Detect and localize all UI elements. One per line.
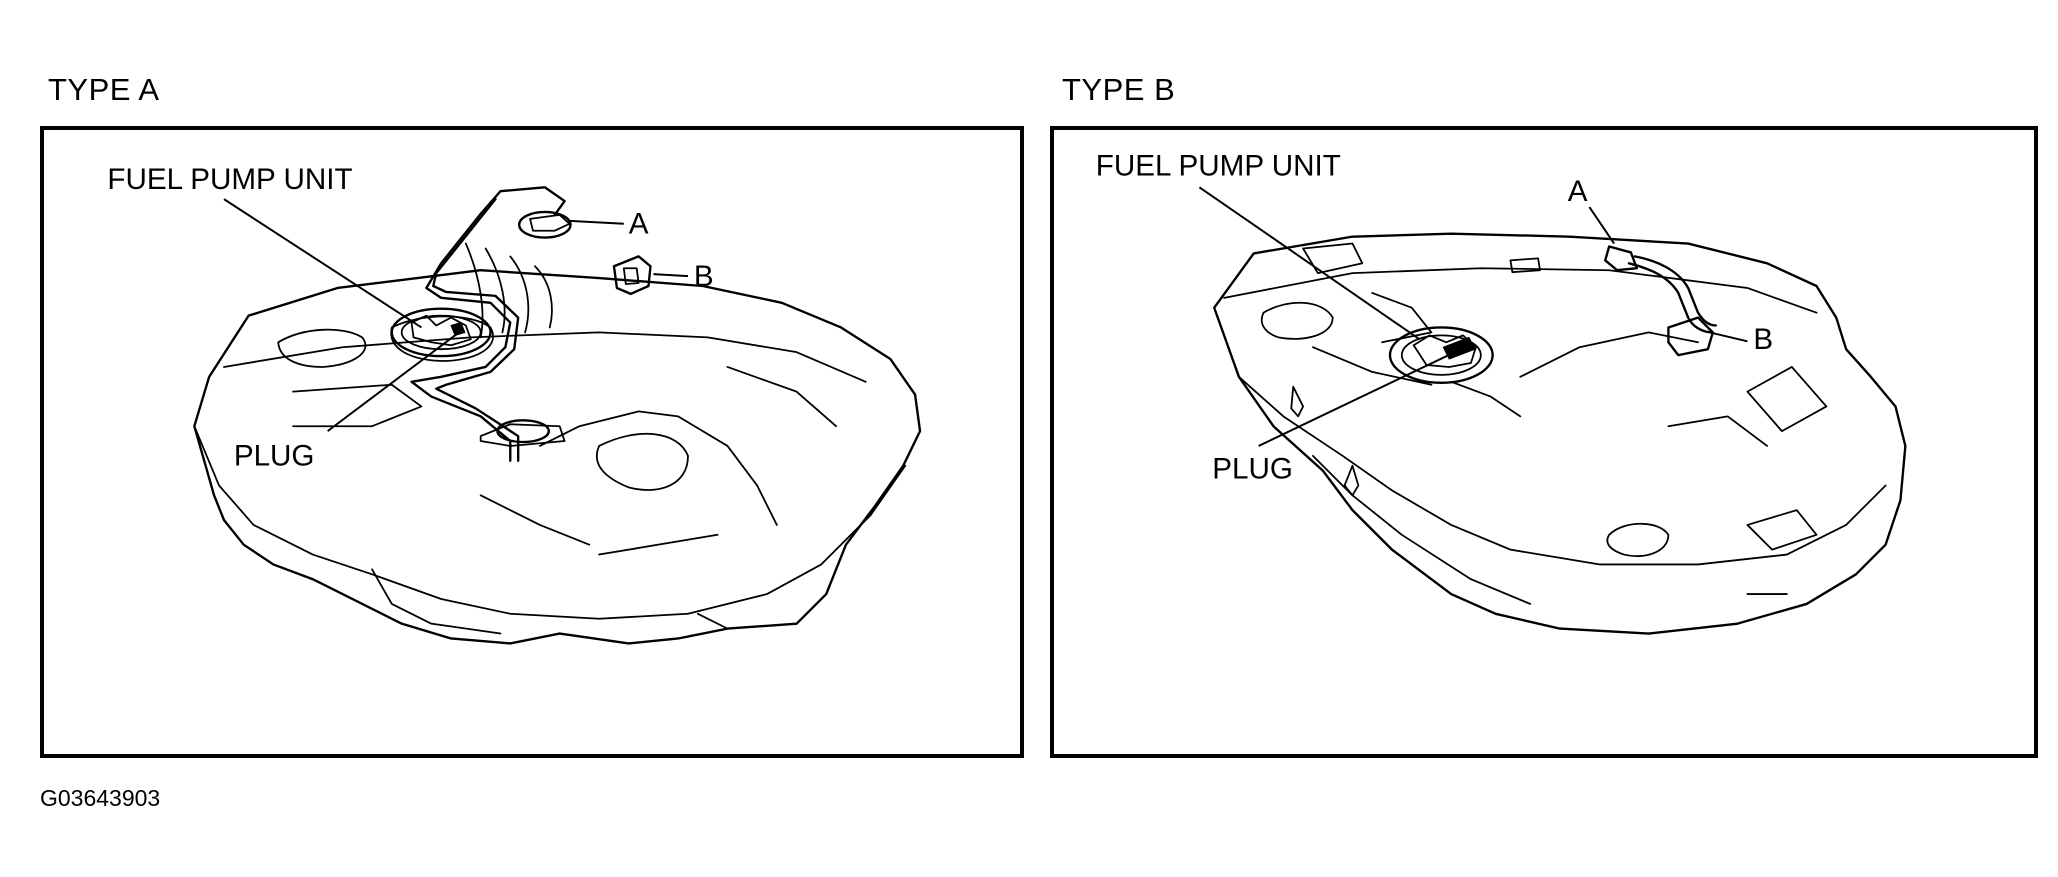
tank-b-leader-b [1709, 331, 1748, 343]
tank-b-b-label: B [1753, 323, 1773, 356]
tank-b-leader-plug [1258, 348, 1462, 447]
tank-b-leader-a [1588, 206, 1615, 245]
tank-b-outline [1213, 232, 1907, 635]
tank-a-floor-line-1 [292, 383, 423, 428]
tank-b-hose-outer [1633, 255, 1717, 327]
tank-b-leader-fuel-pump [1198, 186, 1421, 341]
tank-b-recess-bottom-right [1746, 509, 1818, 551]
tank-a-a-label: A [629, 208, 649, 241]
tank-b-base-lip [1312, 454, 1788, 605]
tank-a-fuel-pump-unit-label: FUEL PUMP UNIT [107, 163, 352, 196]
type-b-fuel-tank-illustration: FUEL PUMP UNIT PLUG A B [1096, 149, 1907, 635]
tank-b-pump-detail [1412, 334, 1477, 368]
tank-a-leader-b [653, 273, 689, 278]
tank-b-hose [1627, 262, 1715, 334]
tank-b-floor-line-1 [1312, 292, 1433, 386]
tank-b-a-label: A [1568, 175, 1588, 208]
type-a-panel: FUEL PUMP UNIT PLUG A B [40, 126, 1024, 758]
tank-a-top-ridge [223, 331, 867, 383]
tank-a-lower-sender-mount [479, 423, 566, 447]
tank-b-floor-line-3 [1450, 380, 1522, 418]
tank-a-connector-b-detail [622, 267, 640, 285]
tank-a-pump-detail [410, 314, 472, 347]
tank-a-rib-3 [509, 255, 530, 334]
tank-a-pump-flange [390, 307, 492, 358]
tank-a-sender-a-cap [529, 214, 571, 232]
tank-a-recess-left [277, 328, 367, 368]
tank-a-floor-line-4 [726, 366, 837, 428]
type-b-panel: FUEL PUMP UNIT PLUG A B [1050, 126, 2038, 758]
tank-b-pump-ring [1400, 334, 1482, 376]
tank-a-recess-right [595, 432, 689, 491]
tank-b-floor-line-2 [1519, 331, 1769, 447]
tank-b-pump-flange [1388, 326, 1494, 384]
tank-b-recess-top [1260, 301, 1334, 340]
figure-code: G03643903 [40, 785, 161, 811]
tank-a-connector-b [612, 255, 652, 296]
tank-b-plug-label: PLUG [1212, 453, 1293, 486]
tank-a-b-label: B [694, 260, 714, 293]
tank-b-recess-small [1509, 257, 1541, 274]
type-a-title: TYPE A [48, 72, 160, 107]
tank-b-top-ridge [1223, 267, 1818, 314]
tank-a-fuel-line-outer [432, 197, 520, 462]
tank-b-recess-bottom [1606, 522, 1670, 557]
tank-b-lower-skirt [1238, 375, 1887, 566]
tank-b-connector-a [1604, 245, 1638, 272]
tank-b-fuel-pump-unit-label: FUEL PUMP UNIT [1096, 149, 1341, 182]
tank-a-lower-sender [496, 419, 550, 444]
type-b-title: TYPE B [1062, 72, 1176, 107]
tank-a-base-lip [371, 568, 729, 635]
tank-a-rib-2 [484, 247, 506, 334]
tank-b-recess-right [1746, 366, 1828, 433]
tank-a-lower-skirt [193, 425, 907, 620]
tank-b-connector-b [1667, 316, 1715, 357]
tank-a-rib-4 [534, 265, 553, 329]
tank-a-plug [450, 321, 466, 336]
tank-b-recess-left [1302, 242, 1364, 275]
tank-a-floor-line-3 [479, 494, 719, 556]
tank-b-bracket-left [1290, 385, 1304, 418]
tank-a-leader-plug [327, 331, 460, 432]
tank-a-sender-a [517, 210, 572, 239]
tank-b-bracket-bottom [1343, 464, 1360, 497]
tank-a-floor-line-2 [539, 410, 778, 526]
type-a-fuel-tank-illustration: FUEL PUMP UNIT PLUG A B [107, 163, 922, 645]
tank-a-plug-label: PLUG [234, 440, 315, 473]
tank-a-pump-ring [400, 314, 482, 351]
tank-a-leader-a [569, 219, 624, 225]
tank-a-leader-fuel-pump [223, 198, 422, 329]
